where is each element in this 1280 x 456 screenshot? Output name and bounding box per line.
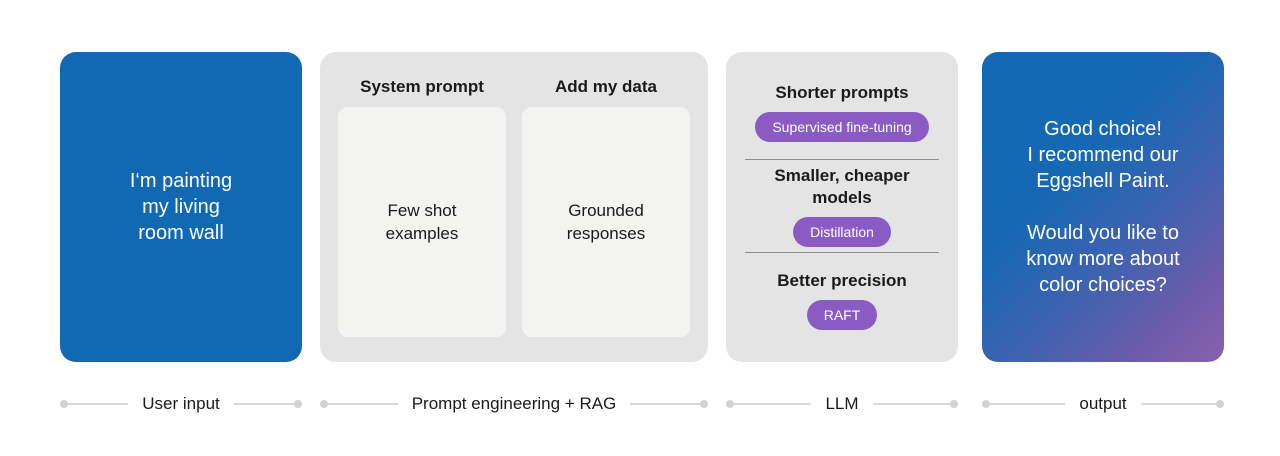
axis-segment-user-input: User input: [60, 384, 303, 424]
llm-group-heading: Shorter prompts: [775, 83, 909, 103]
llm-panel[interactable]: Shorter prompts Supervised fine-tuning S…: [726, 52, 958, 362]
llm-divider: [745, 252, 939, 254]
prompt-column-add-my-data[interactable]: Add my data Grounded responses: [522, 70, 690, 344]
axis-rule: [734, 403, 812, 405]
axis-dot-start: [982, 400, 990, 408]
prompt-card-grounded-responses[interactable]: Grounded responses: [522, 107, 690, 337]
axis-label-user-input: User input: [142, 394, 220, 413]
prompt-column-system-prompt[interactable]: System prompt Few shot examples: [338, 70, 506, 344]
output-message: Good choice! I recommend our Eggshell Pa…: [1026, 118, 1180, 296]
axis-dot-start: [726, 400, 734, 408]
axis-segment-output: output: [982, 384, 1225, 424]
output-panel[interactable]: Good choice! I recommend our Eggshell Pa…: [982, 52, 1224, 362]
llm-badge-distillation[interactable]: Distillation: [793, 217, 891, 247]
llm-group-better-precision[interactable]: Better precision RAFT: [745, 253, 939, 346]
axis-dot-end: [700, 400, 708, 408]
stage-axis: User input Prompt engineering + RAG LLM …: [0, 384, 1280, 424]
prompt-engineering-panel[interactable]: System prompt Few shot examples Add my d…: [320, 52, 708, 362]
axis-rule: [1140, 403, 1217, 405]
axis-dot-end: [294, 400, 303, 408]
axis-segment-prompt-engineering: Prompt engineering + RAG: [320, 384, 708, 424]
axis-rule: [990, 403, 1066, 405]
axis-dot-end: [950, 400, 959, 408]
axis-label-prompt-engineering: Prompt engineering + RAG: [411, 394, 617, 413]
axis-label-llm: LLM: [825, 394, 859, 413]
stage-row: I‘m painting my living room wall System …: [60, 52, 1224, 362]
prompt-card-text: Grounded responses: [566, 201, 646, 243]
axis-rule: [233, 403, 295, 405]
prompt-card-text: Few shot examples: [385, 201, 459, 243]
prompt-card-few-shot[interactable]: Few shot examples: [338, 107, 506, 337]
prompt-column-heading: Add my data: [554, 77, 658, 96]
user-input-message: I‘m painting my living room wall: [129, 170, 233, 244]
axis-segment-llm: LLM: [726, 384, 959, 424]
axis-label-output: output: [1079, 394, 1127, 413]
llm-group-heading: Smaller, cheaper models: [774, 166, 910, 207]
llm-badge-supervised-fine-tuning[interactable]: Supervised fine-tuning: [755, 112, 929, 143]
axis-rule: [630, 403, 700, 405]
user-input-panel[interactable]: I‘m painting my living room wall: [60, 52, 302, 362]
axis-rule: [68, 403, 129, 405]
llm-badge-raft[interactable]: RAFT: [806, 299, 878, 330]
llm-group-shorter-prompts[interactable]: Shorter prompts Supervised fine-tuning: [745, 66, 939, 159]
llm-divider: [745, 158, 939, 160]
axis-rule: [328, 403, 398, 405]
axis-dot-end: [1216, 400, 1225, 408]
axis-dot-start: [60, 400, 68, 408]
axis-dot-start: [320, 400, 328, 408]
llm-group-smaller-cheaper-models[interactable]: Smaller, cheaper models Distillation: [745, 160, 939, 253]
prompt-column-heading: System prompt: [360, 77, 484, 96]
axis-rule: [872, 403, 951, 405]
llm-group-heading: Better precision: [777, 270, 907, 290]
